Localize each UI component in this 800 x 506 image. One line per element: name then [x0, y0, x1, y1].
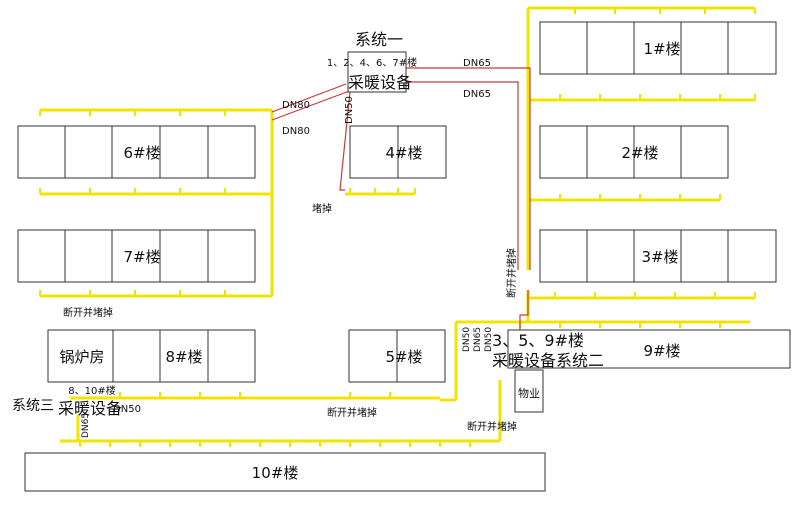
- label-building-2: 2#楼: [621, 144, 658, 162]
- note-plug: 堵掉: [312, 202, 332, 215]
- label-building-6: 6#楼: [123, 144, 160, 162]
- building-8: [47, 329, 256, 383]
- pipe-dn80-a: [271, 83, 347, 113]
- pipe-s2-drop: [440, 322, 458, 402]
- pipe-b6-ticks: [39, 110, 226, 116]
- system3-title: 系统三: [12, 398, 54, 414]
- label-building-1: 1#楼: [643, 40, 680, 58]
- building-5: [348, 329, 446, 383]
- red-pipes: [271, 67, 531, 332]
- pipe-b3-ticks: [554, 292, 756, 298]
- system3-equipment: 采暖设备: [58, 399, 122, 418]
- label-building-4: 4#楼: [385, 144, 422, 162]
- building-6: [17, 125, 256, 179]
- pipe-b1-top: [526, 6, 755, 270]
- system1-equipment: 采暖设备: [348, 73, 412, 92]
- building-10: [24, 452, 546, 492]
- building-1: [539, 21, 777, 75]
- pipe-dn50: [339, 91, 351, 191]
- building-9: [507, 329, 791, 369]
- note-cut-plug-1: 断开并堵掉: [63, 306, 113, 319]
- system1-serves: 1、2、4、6、7#楼: [327, 56, 417, 69]
- label-building-3: 3#楼: [641, 248, 678, 266]
- pipe-label-dn65-a: DN65: [463, 58, 491, 69]
- pipe-b7-ticks: [39, 290, 226, 296]
- note-cut-plug-3: 断开并堵掉: [467, 420, 517, 433]
- yellow-pipes: [39, 6, 756, 447]
- pipe-b6-b7: [40, 108, 274, 298]
- label-building-7: 7#楼: [123, 248, 160, 266]
- pipe-b2-ticks: [559, 194, 721, 200]
- building-7: [17, 229, 256, 283]
- system2-equipment: 采暖设备系统二: [492, 351, 604, 370]
- pipe-label-dn50-vertical: DN50: [344, 96, 355, 124]
- label-building-10: 10#楼: [252, 464, 299, 482]
- pipe-dn65-a: [405, 67, 531, 270]
- label-building-5: 5#楼: [385, 348, 422, 366]
- system3-serves: 8、10#楼: [68, 384, 115, 397]
- pipe-b4-ticks: [349, 188, 416, 194]
- building-4: [349, 125, 447, 179]
- system2-serves: 3、5、9#楼: [492, 331, 584, 350]
- pipe-dn80-b: [271, 89, 353, 121]
- label-building-9: 9#楼: [643, 342, 680, 360]
- building-2: [539, 125, 729, 179]
- note-cut-plug-2: 断开并堵掉: [327, 406, 377, 419]
- building-3: [539, 229, 777, 283]
- pipe-b6-bottom-ticks: [39, 188, 226, 194]
- system1-box: [347, 51, 407, 93]
- pipe-label-dn80-b: DN80: [282, 126, 310, 137]
- pipe-label-dn65-b: DN65: [463, 89, 491, 100]
- pipe-label-s3-dn65: DN65: [81, 413, 91, 438]
- label-building-8: 8#楼: [165, 348, 202, 366]
- pipe-label-s2-dn50-b: DN50: [484, 327, 494, 352]
- pipe-label-s2-dn65: DN65: [473, 327, 483, 352]
- pipe-b8-ticks: [119, 392, 391, 398]
- pipe-label-dn80-a: DN80: [282, 100, 310, 111]
- pipe-b1-bottom-ticks: [559, 94, 756, 100]
- property-office: [514, 369, 544, 413]
- label-boiler-room: 锅炉房: [59, 348, 104, 366]
- label-property-office: 物业: [518, 386, 540, 400]
- pipe-b1-ticks: [574, 8, 756, 14]
- note-cut-plug-vertical: 断开并堵掉: [505, 248, 518, 298]
- pipe-b10-ticks: [79, 441, 471, 447]
- pipe-b10: [60, 380, 502, 443]
- pipe-dn65-b: [405, 81, 519, 270]
- pipe-label-s3-dn50: DN50: [113, 404, 141, 415]
- pipe-s2-red: [519, 290, 529, 332]
- pipe-label-s2-dn50-a: DN50: [462, 327, 472, 352]
- system1-title: 系统一: [355, 30, 403, 49]
